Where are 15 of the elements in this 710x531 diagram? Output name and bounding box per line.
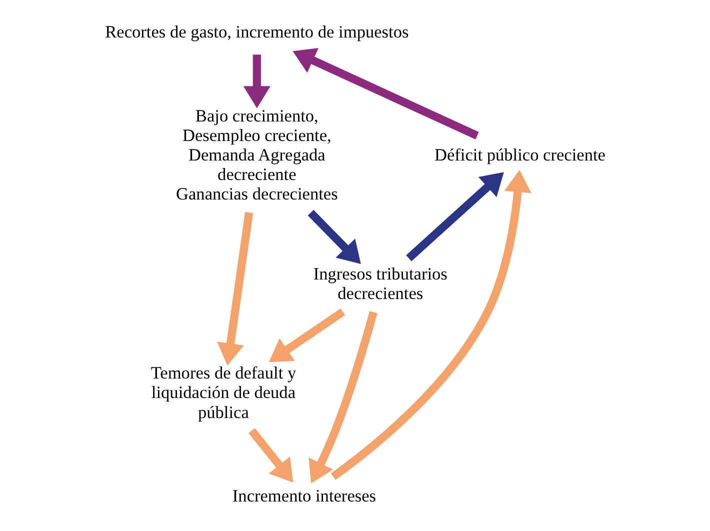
arrow: [243, 54, 270, 108]
node-text: Ingresos tributarios decrecientes: [313, 264, 448, 303]
arrow: [330, 170, 532, 480]
arrow: [217, 212, 254, 366]
arrow: [292, 48, 479, 140]
node-text: Temores de default y liquidación de deuda pública: [150, 364, 296, 422]
node-text: Déficit público creciente: [434, 146, 606, 164]
arrow: [308, 210, 361, 264]
arrow: [248, 428, 294, 482]
arrow: [268, 308, 346, 362]
arrow: [406, 172, 504, 262]
node-text: Incremento intereses: [232, 486, 376, 506]
node-text: Recortes de gasto, incremento de impuestos: [105, 22, 409, 42]
arrow: [308, 311, 378, 484]
node-text: Bajo crecimiento, Desempleo creciente, Demanda Agregada decreciente Ganancias decrecientes: [176, 106, 338, 204]
